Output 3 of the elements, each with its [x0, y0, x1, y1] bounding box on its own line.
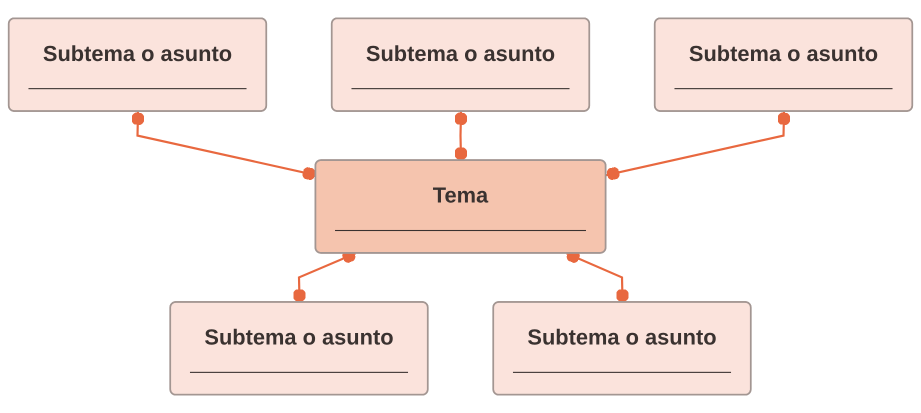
connector: [454, 112, 468, 161]
connector: [606, 112, 790, 180]
connector: [131, 112, 316, 180]
